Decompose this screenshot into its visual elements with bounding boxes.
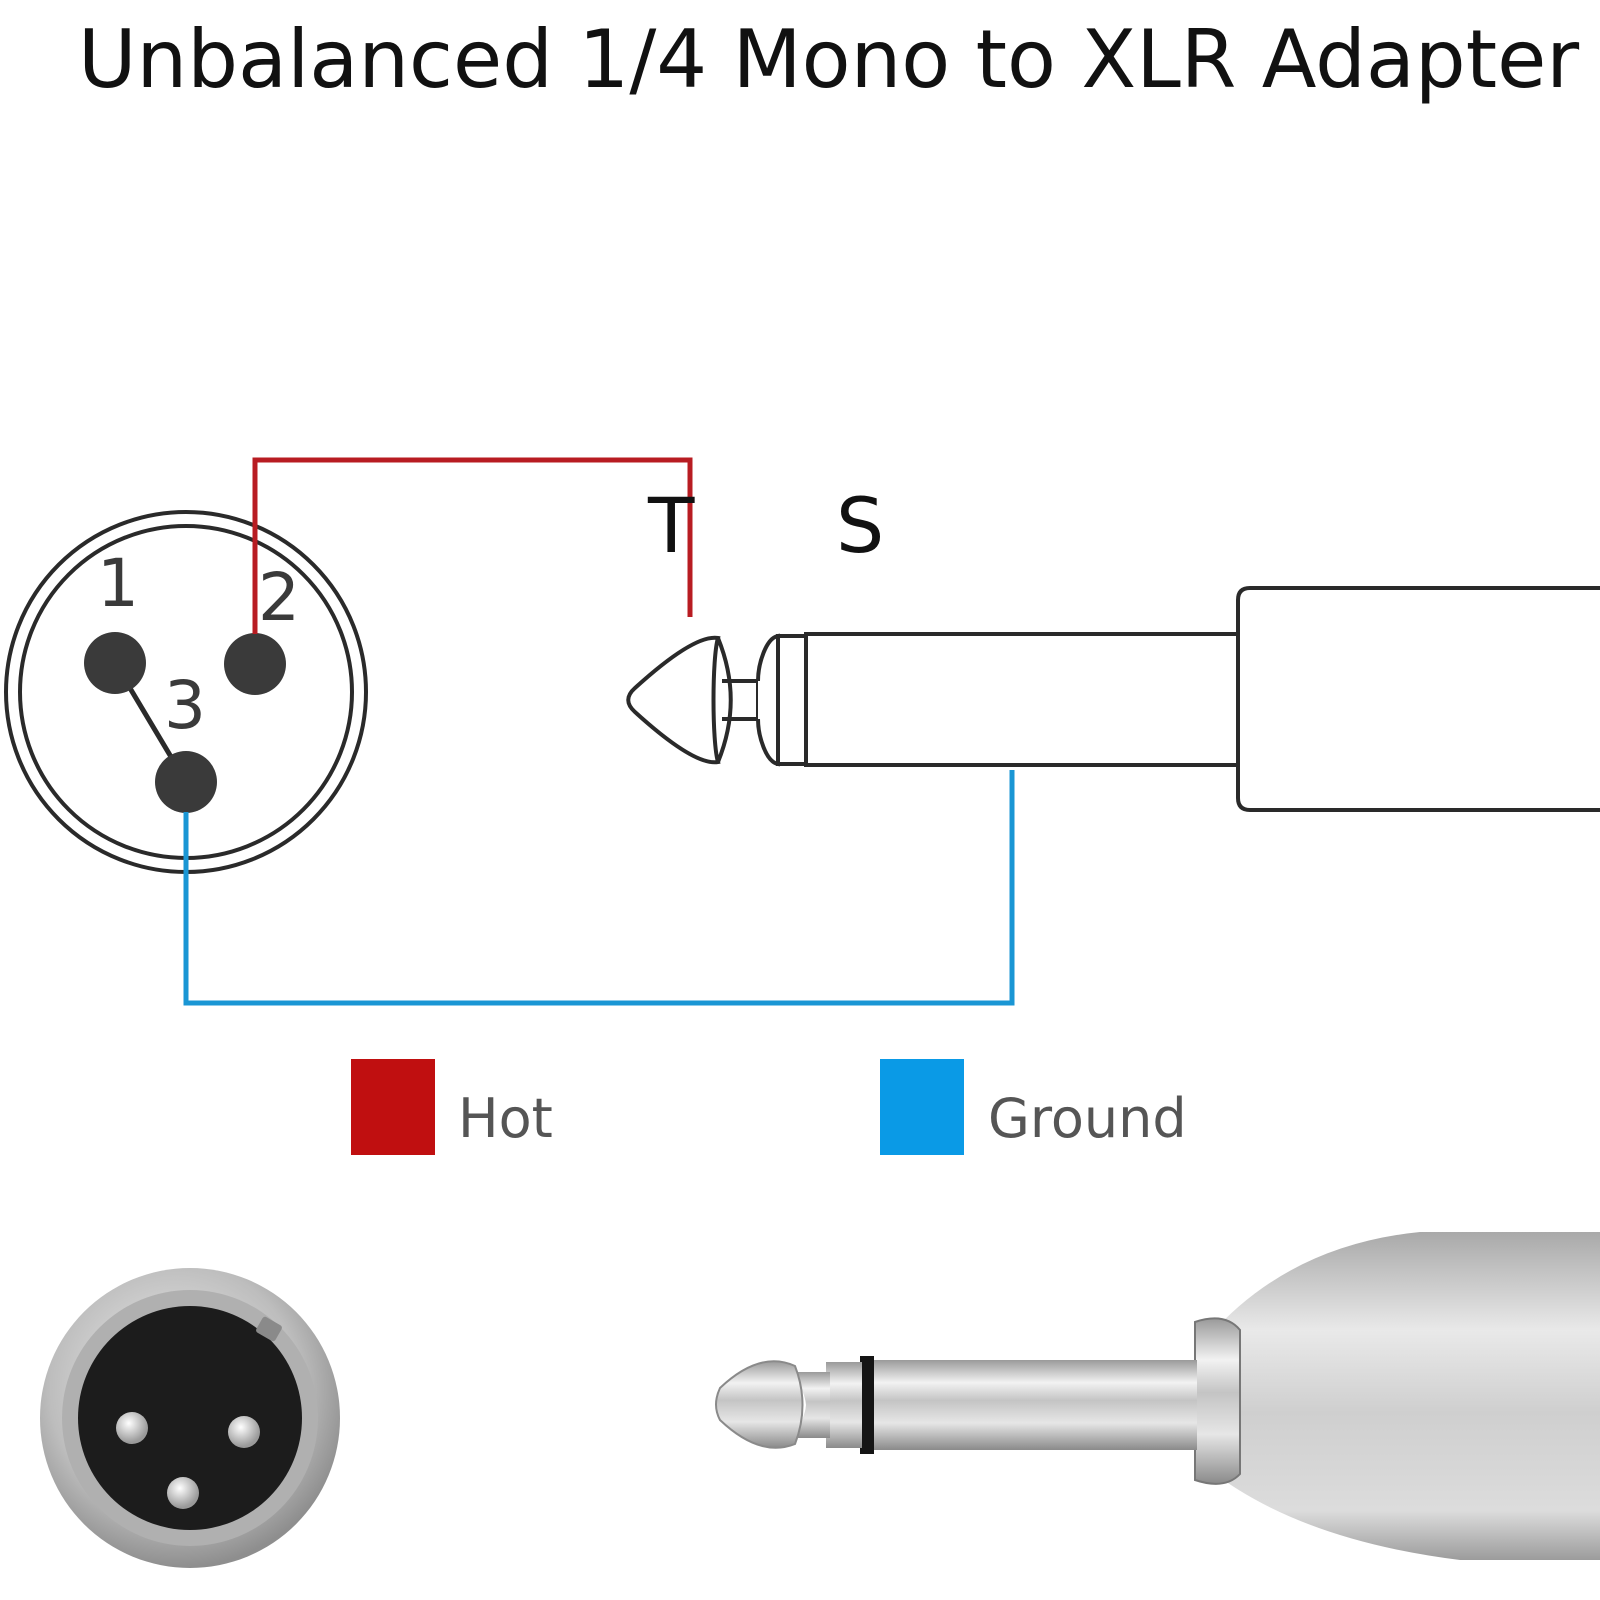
plug-photo-collar (1194, 1317, 1241, 1485)
legend-swatch-ground (880, 1059, 964, 1155)
sleeve-label: S (836, 481, 884, 570)
ts-plug-photo (715, 1232, 1600, 1560)
ground-wire (183, 770, 1015, 1006)
xlr-pin-1 (84, 632, 146, 694)
plug-insulator (776, 634, 808, 766)
legend-label-ground: Ground (988, 1087, 1187, 1150)
xlr-pin-3 (155, 751, 217, 813)
plug-sleeve (804, 632, 1240, 767)
plug-photo-ring-shoulder (826, 1362, 862, 1448)
pin-label-3: 3 (164, 667, 206, 744)
xlr-pin-2 (224, 633, 286, 695)
tip-label: T (647, 481, 695, 570)
pin-label-1: 1 (97, 545, 139, 622)
xlr-schematic: 1 2 3 (4, 510, 368, 874)
xlr-photo-pin-2 (228, 1416, 260, 1448)
pin-label-2: 2 (258, 559, 300, 636)
plug-photo-body (1210, 1232, 1600, 1560)
plug-body (1236, 586, 1600, 812)
plug-ring-collar (756, 633, 780, 767)
page-title: Unbalanced 1/4 Mono to XLR Adapter (78, 13, 1579, 106)
plug-photo-sleeve (872, 1360, 1197, 1450)
legend-label-hot: Hot (458, 1087, 553, 1150)
plug-tip-neck (716, 637, 760, 763)
plug-photo-neck (790, 1372, 830, 1438)
xlr-photo-face (78, 1306, 302, 1530)
ts-plug-schematic (626, 586, 1600, 812)
legend-swatch-hot (351, 1059, 435, 1155)
xlr-photo-key (256, 1316, 282, 1342)
legend: Hot Ground (351, 1059, 1187, 1155)
hot-wire (252, 457, 693, 634)
xlr-male-photo (40, 1268, 340, 1568)
plug-photo-ring (860, 1356, 874, 1454)
plug-tip (626, 635, 721, 765)
plug-photo-tip (715, 1360, 804, 1449)
xlr-photo-pin-3 (167, 1477, 199, 1509)
xlr-photo-pin-1 (116, 1412, 148, 1444)
